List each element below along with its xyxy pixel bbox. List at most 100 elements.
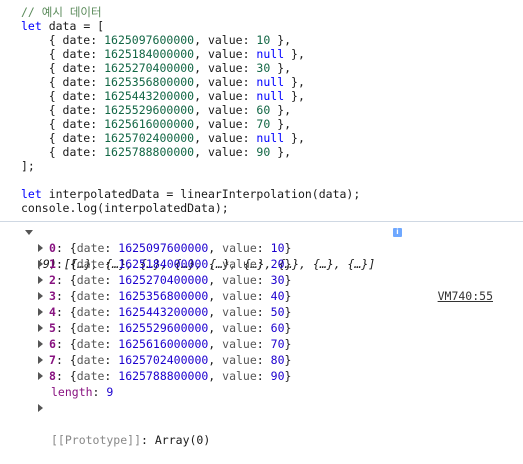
entry-date-key: date	[76, 353, 105, 367]
prototype-row[interactable]: [[Prototype]]: Array(0)	[0, 400, 523, 447]
code-value: 70	[256, 117, 271, 131]
entry-date-value: 1625443200000	[118, 305, 209, 319]
code-data-row: { date: 1625356800000, value: null },	[21, 75, 305, 89]
entry-date-value: 1625788800000	[118, 369, 209, 383]
prototype-value: Array(0)	[154, 433, 211, 447]
entry-value: 40	[270, 289, 285, 303]
console-array-summary[interactable]: (9) [{…}, {…}, {…}, {…}, {…}, {…}, {…}, …	[0, 224, 523, 303]
code-value: null	[256, 75, 285, 89]
code-date-value: 1625097600000	[104, 33, 195, 47]
array-length-row: length: 9	[51, 385, 114, 399]
console-divider	[0, 221, 523, 222]
entry-date-key: date	[76, 273, 105, 287]
code-date-value: 1625184000000	[104, 47, 195, 61]
console-entry-row[interactable]: 3: {date: 1625356800000, value: 40}	[0, 288, 523, 304]
entry-value: 10	[270, 241, 285, 255]
entry-value: 90	[270, 369, 285, 383]
entry-index: 8	[49, 369, 56, 383]
console-entry-row[interactable]: 2: {date: 1625270400000, value: 30}	[0, 272, 523, 288]
console-entry-row[interactable]: 6: {date: 1625616000000, value: 70}	[0, 336, 523, 352]
code-value: 90	[256, 145, 271, 159]
code-date-value: 1625788800000	[104, 145, 195, 159]
code-value: null	[256, 131, 285, 145]
array-summary-text: (9) [{…}, {…}, {…}, {…}, {…}, {…}, {…}, …	[36, 257, 376, 271]
expand-down-icon[interactable]	[25, 230, 33, 235]
console-entry-row[interactable]: 5: {date: 1625529600000, value: 60}	[0, 320, 523, 336]
code-data-row: { date: 1625529600000, value: 60 },	[21, 103, 292, 117]
entry-value-key: value	[222, 305, 257, 319]
code-data-row: { date: 1625443200000, value: null },	[21, 89, 305, 103]
expand-right-icon[interactable]	[38, 276, 43, 284]
entry-index: 7	[49, 353, 56, 367]
code-value: null	[256, 89, 285, 103]
expand-right-icon[interactable]	[38, 324, 43, 332]
entry-value-key: value	[222, 289, 257, 303]
console-entry-row[interactable]: 0: {date: 1625097600000, value: 10}	[0, 240, 523, 256]
code-date-value: 1625702400000	[104, 131, 195, 145]
code-value: 60	[256, 103, 271, 117]
length-value: 9	[106, 385, 114, 399]
entry-value-key: value	[222, 257, 257, 271]
length-key: length	[51, 385, 93, 399]
code-date-value: 1625616000000	[104, 117, 195, 131]
code-comment: // 예시 데이터	[21, 5, 102, 19]
code-line-let-interpolated: let interpolatedData = linearInterpolati…	[21, 187, 360, 201]
entry-date-key: date	[76, 305, 105, 319]
entry-date-key: date	[76, 337, 105, 351]
code-date-value: 1625529600000	[104, 103, 195, 117]
console-entry-row[interactable]: 4: {date: 1625443200000, value: 50}	[0, 304, 523, 320]
expand-right-icon[interactable]	[38, 340, 43, 348]
expand-right-icon[interactable]	[38, 372, 43, 380]
code-date-value: 1625270400000	[104, 61, 195, 75]
entry-value-key: value	[222, 273, 257, 287]
source-link[interactable]: VM740:55	[437, 289, 493, 303]
entry-index: 3	[49, 289, 56, 303]
entry-value-key: value	[222, 241, 257, 255]
expand-right-icon[interactable]	[38, 292, 43, 300]
prototype-label: [[Prototype]]	[51, 433, 142, 447]
entry-date-key: date	[76, 257, 105, 271]
entry-date-key: date	[76, 241, 105, 255]
entry-date-value: 1625616000000	[118, 337, 209, 351]
code-data-row: { date: 1625270400000, value: 30 },	[21, 61, 292, 75]
let-data-rest: data = [	[41, 19, 105, 33]
entry-index: 5	[49, 321, 56, 335]
expand-right-icon[interactable]	[38, 404, 43, 412]
console-entry-row[interactable]: 8: {date: 1625788800000, value: 90}	[0, 368, 523, 384]
entry-index: 0	[49, 241, 56, 255]
code-value: 10	[256, 33, 271, 47]
entry-value: 80	[270, 353, 285, 367]
let-interpolated-rest: interpolatedData = linearInterpolation(d…	[41, 187, 361, 201]
entry-date-value: 1625702400000	[118, 353, 209, 367]
console-output: (9) [{…}, {…}, {…}, {…}, {…}, {…}, {…}, …	[0, 221, 523, 447]
expand-right-icon[interactable]	[38, 308, 43, 316]
code-data-row: { date: 1625616000000, value: 70 },	[21, 117, 292, 131]
code-value: null	[256, 47, 285, 61]
entry-value: 60	[270, 321, 285, 335]
entry-index: 2	[49, 273, 56, 287]
entry-value: 70	[270, 337, 285, 351]
let-keyword: let	[21, 19, 42, 33]
code-data-row: { date: 1625702400000, value: null },	[21, 131, 305, 145]
entry-value-key: value	[222, 337, 257, 351]
code-data-row: { date: 1625097600000, value: 10 },	[21, 33, 292, 47]
console-entry-row[interactable]: 7: {date: 1625702400000, value: 80}	[0, 352, 523, 368]
code-line-let-data: let data = [	[21, 19, 104, 33]
code-data-row: { date: 1625788800000, value: 90 },	[21, 145, 292, 159]
code-console-log: console.log(interpolatedData);	[21, 201, 229, 215]
code-array-close: ];	[21, 159, 35, 173]
entry-value: 30	[270, 273, 285, 287]
entry-date-key: date	[76, 369, 105, 383]
entry-date-value: 1625529600000	[118, 321, 209, 335]
expand-right-icon[interactable]	[38, 260, 43, 268]
entry-date-value: 1625270400000	[118, 273, 209, 287]
expand-right-icon[interactable]	[38, 356, 43, 364]
expand-right-icon[interactable]	[38, 244, 43, 252]
info-icon[interactable]: i	[393, 228, 402, 237]
code-date-value: 1625356800000	[104, 75, 195, 89]
entry-value-key: value	[222, 353, 257, 367]
entry-index: 6	[49, 337, 56, 351]
console-entry-row[interactable]: 1: {date: 1625184000000, value: 20}	[0, 256, 523, 272]
code-data-row: { date: 1625184000000, value: null },	[21, 47, 305, 61]
entry-value-key: value	[222, 369, 257, 383]
